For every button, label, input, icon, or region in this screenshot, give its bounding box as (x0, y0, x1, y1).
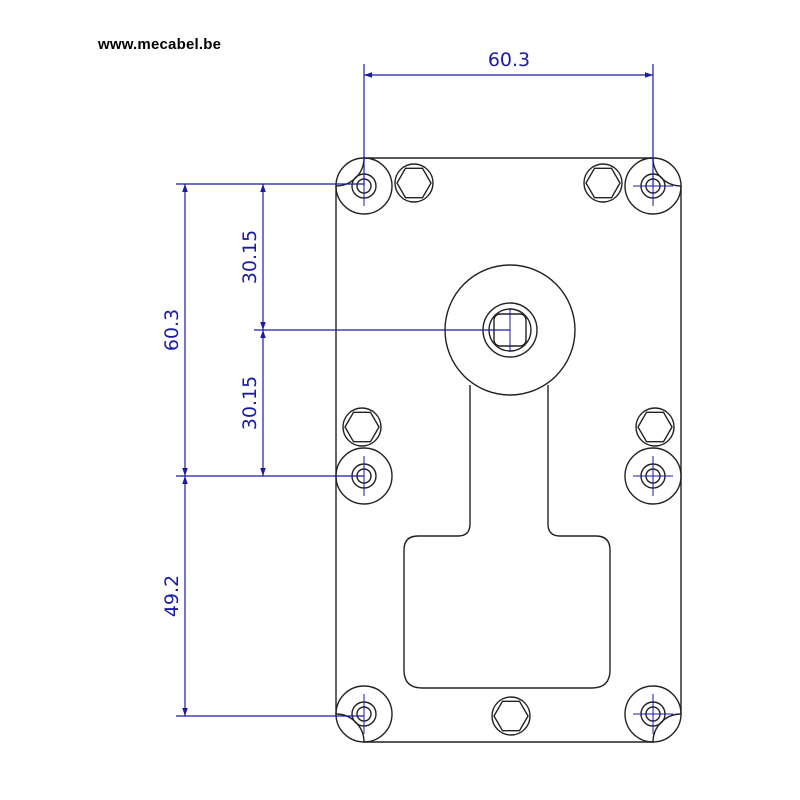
hex-screw-icon (342, 407, 382, 447)
hex-screw-icon (491, 696, 531, 736)
hex-screw-icon (583, 163, 623, 203)
shaft-pocket (403, 264, 611, 689)
dim-top-width-label: 60.3 (488, 49, 530, 71)
hex-screw-icon (635, 407, 675, 447)
site-url[interactable]: www.mecabel.be (98, 36, 222, 53)
lugs (335, 157, 682, 743)
dim-extension-lines (176, 183, 510, 717)
housing-outline (335, 157, 682, 743)
dim-bottom-spacing-label: 49.2 (161, 575, 183, 617)
dim-lower-half-label: 30.15 (239, 376, 261, 430)
mounting-holes (351, 173, 666, 727)
housing (335, 157, 682, 743)
hex-screws (342, 163, 675, 736)
hex-screw-icon (394, 163, 434, 203)
dim-upper-half-label: 30.15 (239, 230, 261, 284)
center-lines (363, 166, 673, 734)
dim-top-width (363, 64, 654, 186)
pocket-outline (403, 385, 611, 689)
dim-left-overall-label: 60.3 (161, 309, 183, 351)
